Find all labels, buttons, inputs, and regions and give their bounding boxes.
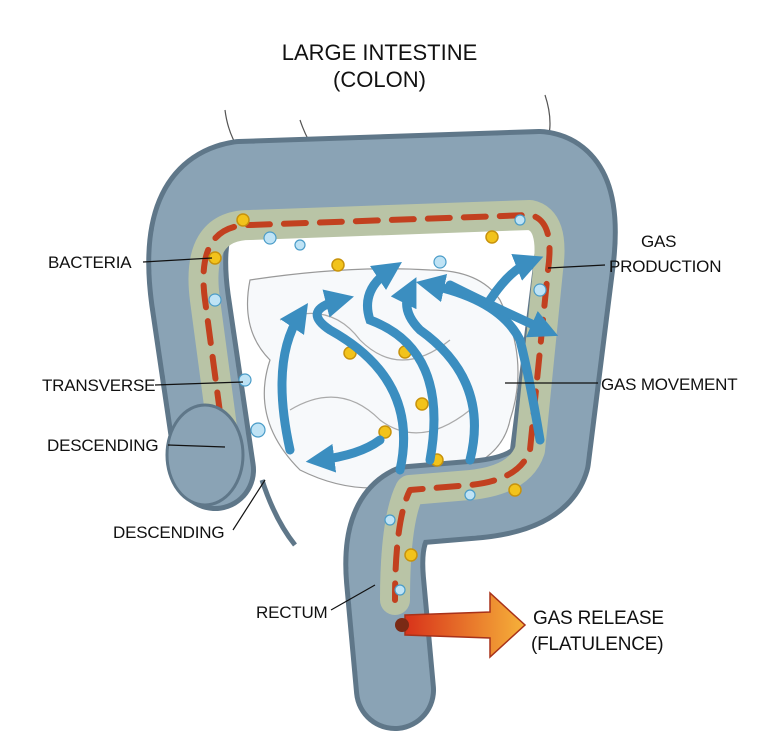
label-transverse: TRANSVERSE bbox=[42, 376, 156, 395]
label-descending-1: DESCENDING bbox=[47, 436, 159, 455]
label-gas-release-2: (FLATULENCE) bbox=[531, 634, 664, 655]
anus-opening bbox=[395, 618, 409, 632]
label-gas-release-1: GAS RELEASE bbox=[533, 608, 664, 629]
leader-lines bbox=[142, 257, 606, 611]
appendix bbox=[259, 479, 297, 547]
label-gas-production-1: GAS bbox=[641, 232, 677, 251]
label-gas-movement: GAS MOVEMENT bbox=[601, 375, 738, 394]
label-bacteria: BACTERIA bbox=[48, 253, 132, 272]
cecum bbox=[165, 403, 245, 507]
title-line-2: (COLON) bbox=[333, 67, 426, 92]
colon bbox=[146, 129, 618, 731]
gas-movement-arrows bbox=[277, 253, 559, 475]
label-descending-2: DESCENDING bbox=[113, 523, 225, 542]
label-rectum: RECTUM bbox=[256, 603, 328, 622]
label-gas-production-2: PRODUCTION bbox=[609, 257, 722, 276]
gas-release-arrow bbox=[404, 591, 527, 659]
title-line-1: LARGE INTESTINE bbox=[281, 40, 478, 65]
